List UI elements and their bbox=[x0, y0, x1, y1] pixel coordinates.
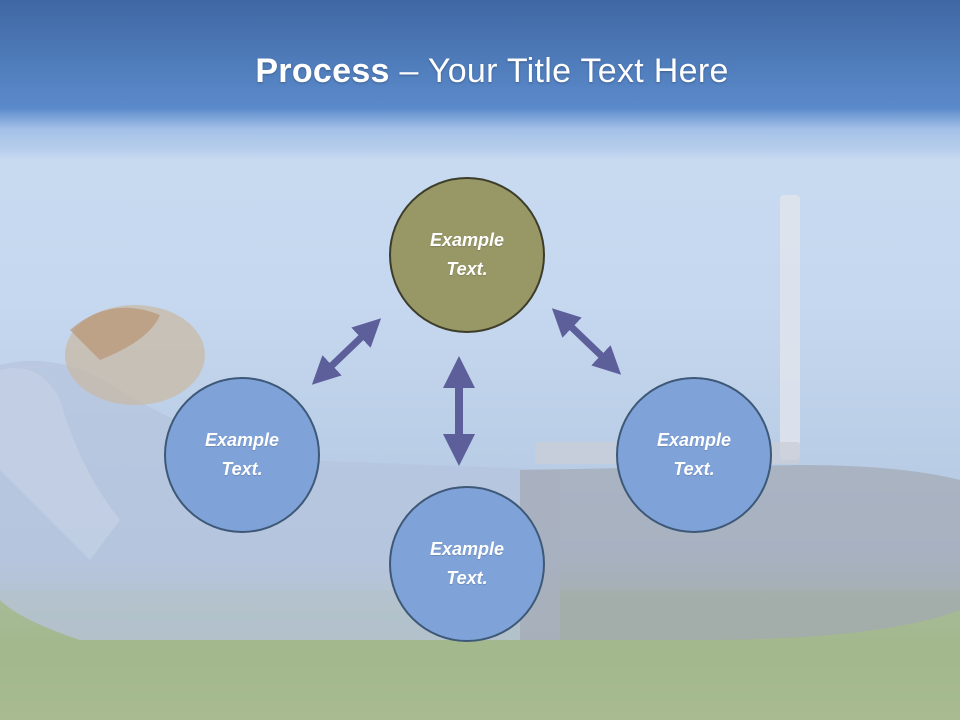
header-band bbox=[0, 0, 960, 150]
arrow-top-right bbox=[551, 308, 622, 375]
title-bold: Process bbox=[255, 52, 390, 90]
arrow-top-left bbox=[311, 318, 382, 385]
node-top-line2: Text. bbox=[446, 259, 488, 279]
node-left-line1: Example bbox=[204, 430, 280, 450]
node-top-line1: Example bbox=[429, 230, 505, 250]
node-bottom-line1: Example bbox=[429, 539, 505, 559]
node-left-line2: Text. bbox=[221, 459, 263, 479]
slide-title: Process – Your Title Text Here bbox=[0, 52, 960, 91]
title-rest: – Your Title Text Here bbox=[389, 52, 729, 90]
node-right-line2: Text. bbox=[673, 459, 715, 479]
node-bottom-line2: Text. bbox=[446, 568, 488, 588]
node-right-line1: Example bbox=[656, 430, 732, 450]
